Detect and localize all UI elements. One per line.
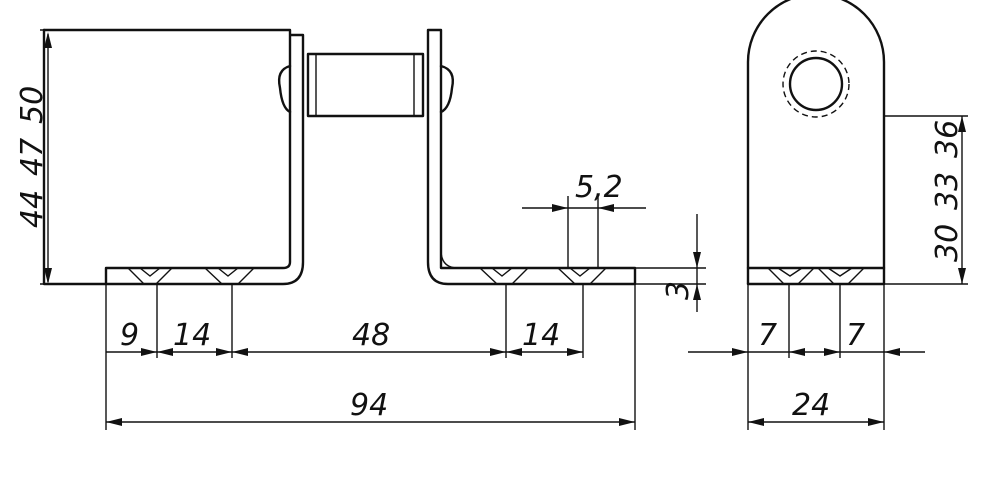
height-50: 50 xyxy=(15,86,50,124)
dim-7-right: 7 xyxy=(846,318,865,353)
knuckle-right xyxy=(439,64,455,114)
height-36: 36 xyxy=(930,120,965,158)
height-44: 44 xyxy=(15,190,50,228)
hinge-barrel xyxy=(306,52,425,118)
dim-24: 24 xyxy=(792,388,830,423)
dim-9: 9 xyxy=(120,318,139,353)
dim-14-left: 14 xyxy=(173,318,211,353)
dim-14-right: 14 xyxy=(522,318,560,353)
dim-5-2: 5,2 xyxy=(575,170,623,205)
height-47: 47 xyxy=(15,138,50,176)
right-bracket-outline xyxy=(426,28,637,286)
height-33: 33 xyxy=(930,172,965,210)
height-30: 30 xyxy=(930,224,965,262)
dim-48: 48 xyxy=(352,318,390,353)
side-outline xyxy=(746,0,886,270)
front-holes xyxy=(127,267,607,285)
pin-hole-hidden xyxy=(782,50,850,118)
left-bracket-outline xyxy=(42,28,305,286)
right-bend-inner xyxy=(440,249,459,269)
left-leaf-panel xyxy=(42,28,108,286)
front-view: 44 47 50 9 14 48 14 94 5, xyxy=(15,28,706,430)
dim-7-left: 7 xyxy=(758,318,777,353)
front-heights-label: 44 47 50 xyxy=(15,86,50,228)
pin-circle xyxy=(788,56,844,112)
knuckle-left xyxy=(277,64,292,114)
side-heights-label: 30 33 36 xyxy=(930,120,965,262)
dim-3: 3 xyxy=(661,281,696,300)
dim-94: 94 xyxy=(350,388,388,423)
side-view: 30 33 36 7 7 24 xyxy=(688,0,968,430)
